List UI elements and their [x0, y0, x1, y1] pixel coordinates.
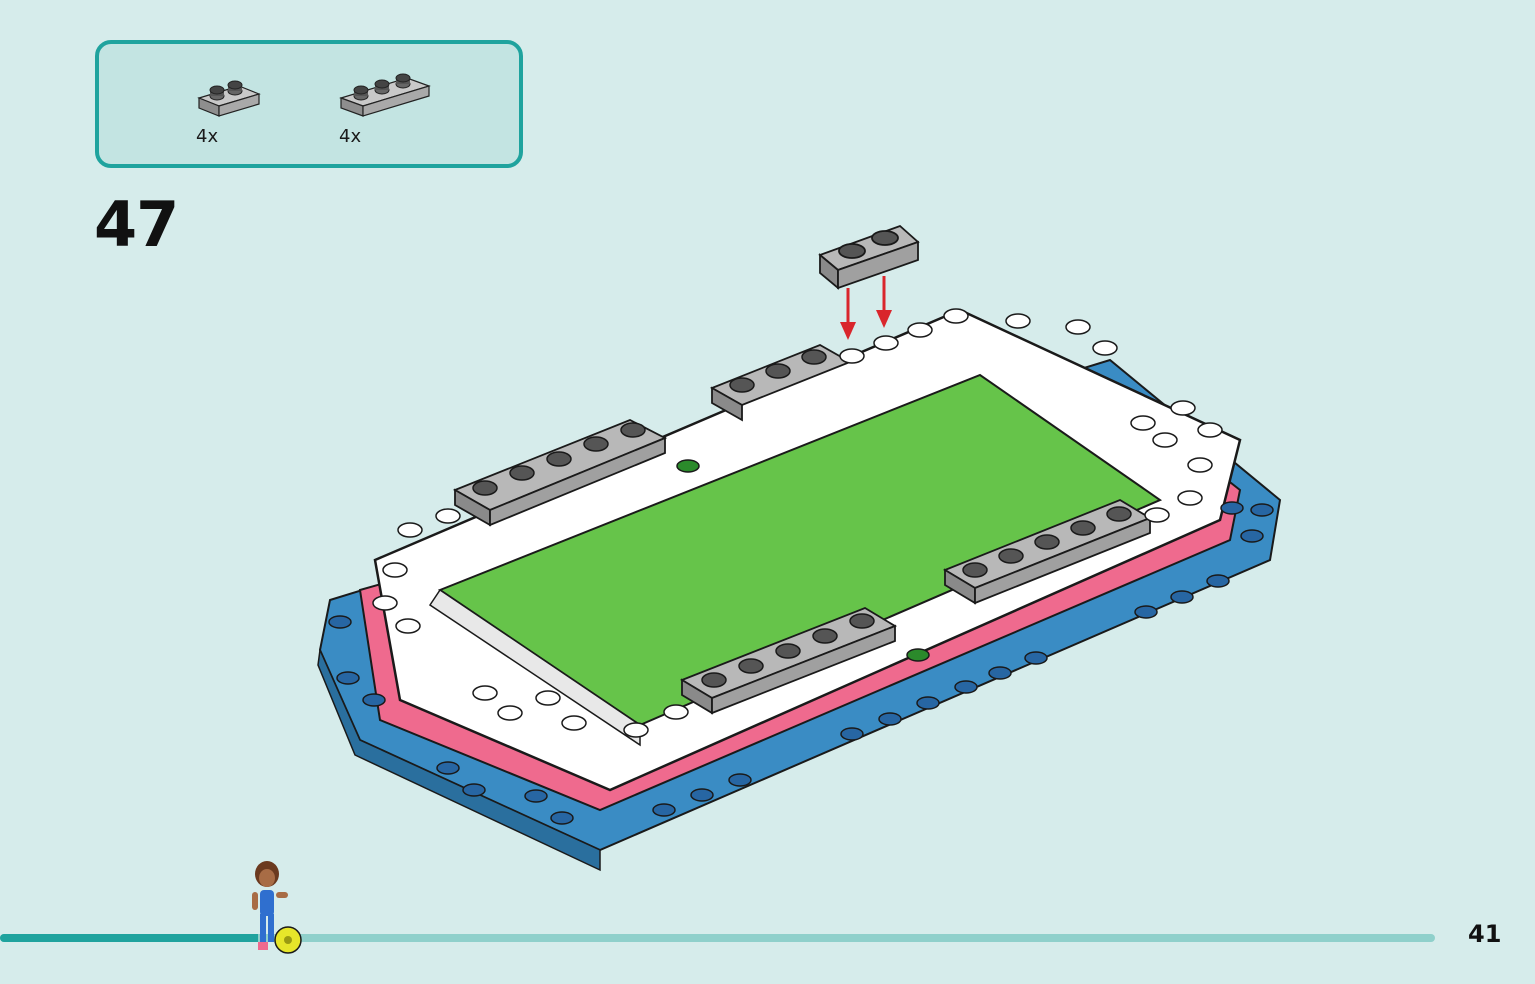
page-number: 41: [1468, 920, 1502, 948]
gray-plate-1x3-icon: [339, 73, 431, 117]
step-number: 47: [94, 188, 179, 261]
incoming-gray-plate: [818, 224, 920, 290]
base-studs: [328, 501, 1274, 825]
part-quantity-1x2: 4x: [196, 126, 219, 147]
part-quantity-1x3: 4x: [339, 126, 362, 147]
studs: [372, 308, 1223, 738]
progress-fill: [0, 934, 259, 942]
parts-list-box: 4x 4x: [95, 40, 523, 168]
gray-plate-1x2-icon: [197, 80, 261, 117]
placement-arrows: [840, 276, 892, 340]
soccer-player-figure-icon: [252, 861, 302, 954]
progress-track: [0, 934, 1435, 942]
